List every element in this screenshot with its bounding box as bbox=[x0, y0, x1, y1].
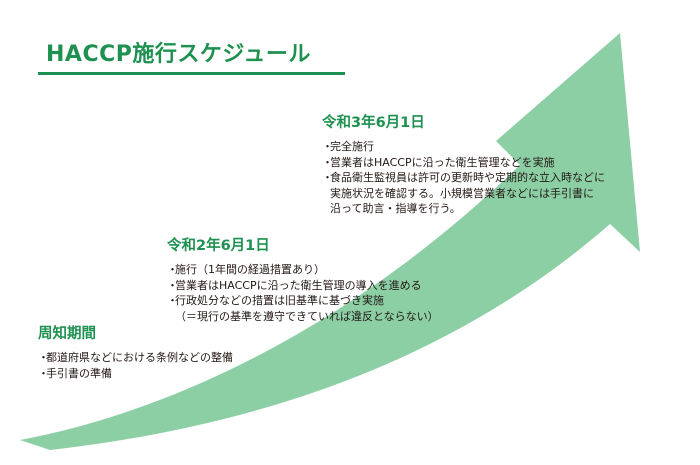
stage-item-list: ・施行（1年間の経過措置あり） ・営業者はHACCPに沿った衛生管理の導入を進め… bbox=[167, 262, 439, 324]
stage-heading: 令和3年6月1日 bbox=[322, 115, 425, 131]
stage-reiwa-2: 令和2年6月1日 ・施行（1年間の経過措置あり） ・営業者はHACCPに沿った衛… bbox=[167, 234, 439, 324]
list-item: ・食品衛生監視員は許可の更新時や定期的な立入時などに実施状況を確認する。小規模営… bbox=[322, 171, 605, 215]
list-item: ・都道府県などにおける条例などの整備 bbox=[38, 351, 233, 364]
list-item: ・営業者はHACCPに沿った衛生管理の導入を進める bbox=[167, 278, 422, 292]
bullet-dot: ・ bbox=[167, 263, 178, 276]
bullet-dot: ・ bbox=[322, 155, 333, 169]
bullet-dot: ・ bbox=[38, 366, 49, 380]
list-item: ・営業者はHACCPに沿った衛生管理などを実施 bbox=[322, 155, 555, 169]
stage-heading: 周知期間 bbox=[38, 326, 96, 342]
arrow-shape bbox=[20, 33, 640, 450]
stage-item-list: ・都道府県などにおける条例などの整備 ・手引書の準備 bbox=[38, 350, 233, 381]
list-item: ・行政処分などの措置は旧基準に基づき実施（＝現行の基準を遵守できていれば違反とな… bbox=[167, 294, 439, 323]
stage-awareness-period: 周知期間 ・都道府県などにおける条例などの整備 ・手引書の準備 bbox=[38, 322, 233, 381]
stage-item-list: ・完全施行 ・営業者はHACCPに沿った衛生管理などを実施 ・食品衛生監視員は許… bbox=[322, 139, 605, 217]
list-item: ・完全施行 bbox=[322, 140, 374, 153]
bullet-dot: ・ bbox=[322, 140, 333, 153]
title-underline bbox=[38, 72, 345, 75]
list-item: ・施行（1年間の経過措置あり） bbox=[167, 263, 325, 276]
stage-heading: 令和2年6月1日 bbox=[167, 238, 270, 254]
stage-reiwa-3: 令和3年6月1日 ・完全施行 ・営業者はHACCPに沿った衛生管理などを実施 ・… bbox=[322, 111, 605, 217]
bullet-dot: ・ bbox=[167, 294, 178, 307]
list-item: ・手引書の準備 bbox=[38, 366, 112, 380]
bullet-dot: ・ bbox=[38, 351, 49, 364]
bullet-dot: ・ bbox=[322, 171, 333, 184]
bullet-dot: ・ bbox=[167, 278, 178, 292]
page-title: HACCP施行スケジュール bbox=[46, 42, 311, 67]
